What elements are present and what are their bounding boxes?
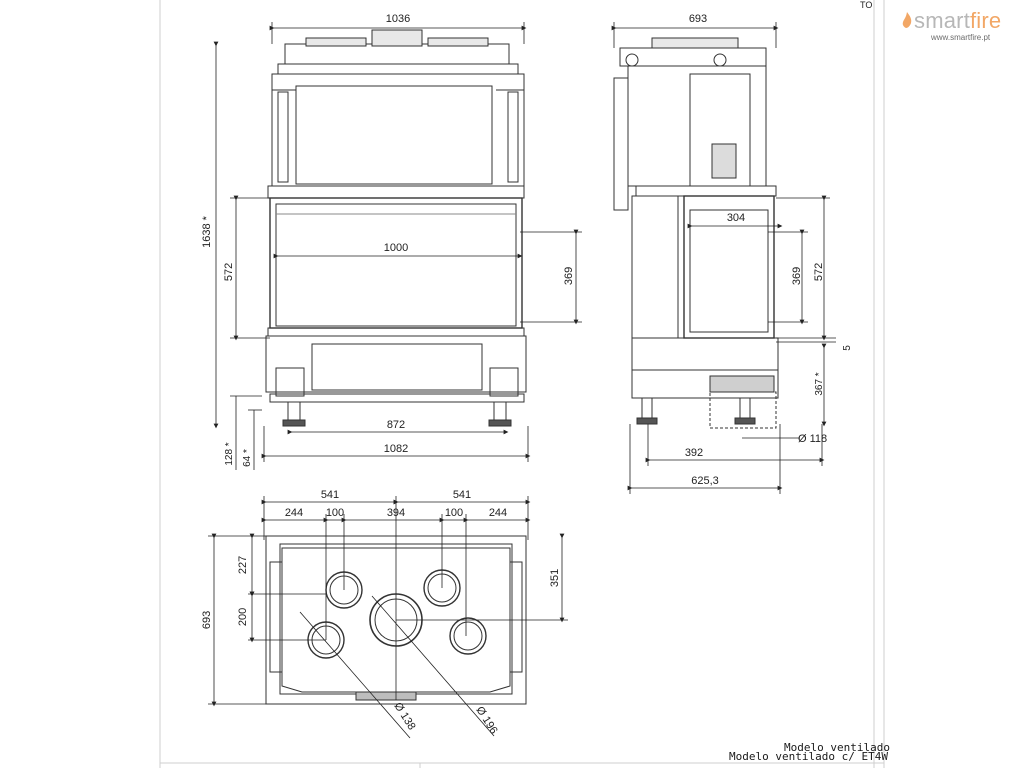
side-opening-width: 304: [727, 212, 745, 224]
brand-name-part1: smart: [914, 8, 970, 33]
top-edge-left: 244: [285, 507, 303, 519]
side-lower-height: 367 *: [814, 372, 825, 395]
front-base-width: 872: [387, 419, 405, 431]
top-spacing-right: 100: [445, 507, 463, 519]
side-opening-height: 369: [791, 267, 803, 285]
brand-url: www.smartfire.pt: [931, 33, 991, 42]
side-dimension-lines: [611, 22, 836, 494]
top-offset-right: 351: [549, 569, 561, 587]
top-half-right: 541: [453, 489, 471, 501]
top-edge-right: 244: [489, 507, 507, 519]
side-flue-diameter: Ø 118: [798, 433, 827, 445]
front-foot-height-1: 128 *: [224, 442, 235, 465]
front-base-total: 1082: [384, 443, 408, 455]
top-center: 394: [387, 507, 405, 519]
brand-name: smartfire: [914, 8, 1001, 34]
side-view: [613, 37, 779, 429]
front-opening-height: 369: [563, 267, 575, 285]
top-spacing-left: 100: [326, 507, 344, 519]
front-opening-width: 1000: [384, 242, 408, 254]
brand-name-part2: fire: [970, 8, 1002, 33]
top-dimension-lines: [208, 496, 568, 739]
side-flue-offset: 392: [685, 447, 703, 459]
front-view: [265, 29, 527, 427]
top-offset-top: 227: [237, 556, 249, 574]
side-glass-height: 572: [813, 263, 825, 281]
sheet-frame: [159, 0, 885, 768]
front-glass-height: 572: [223, 263, 235, 281]
front-dimension-lines: [213, 22, 582, 470]
corner-code: TO: [860, 0, 873, 10]
top-offset-mid: 200: [237, 608, 249, 626]
front-foot-height-2: 64 *: [242, 449, 253, 467]
side-depth-base: 625,3: [691, 475, 719, 487]
flame-icon: [902, 12, 912, 28]
top-depth: 693: [201, 611, 213, 629]
front-width-total: 1036: [386, 13, 410, 25]
front-height-total: 1638 *: [201, 215, 213, 248]
caption-line-1: Modelo ventilado: [784, 741, 890, 754]
side-depth-total: 693: [689, 13, 707, 25]
top-half-left: 541: [321, 489, 339, 501]
top-duct-large: Ø 196: [474, 705, 500, 737]
side-gap: 5: [842, 345, 853, 351]
brand-logo: smartfire www.smartfire.pt: [900, 6, 1020, 42]
top-duct-small: Ø 138: [392, 701, 418, 733]
caption-line-2: Modelo ventilado c/ ET4W: [729, 750, 888, 763]
